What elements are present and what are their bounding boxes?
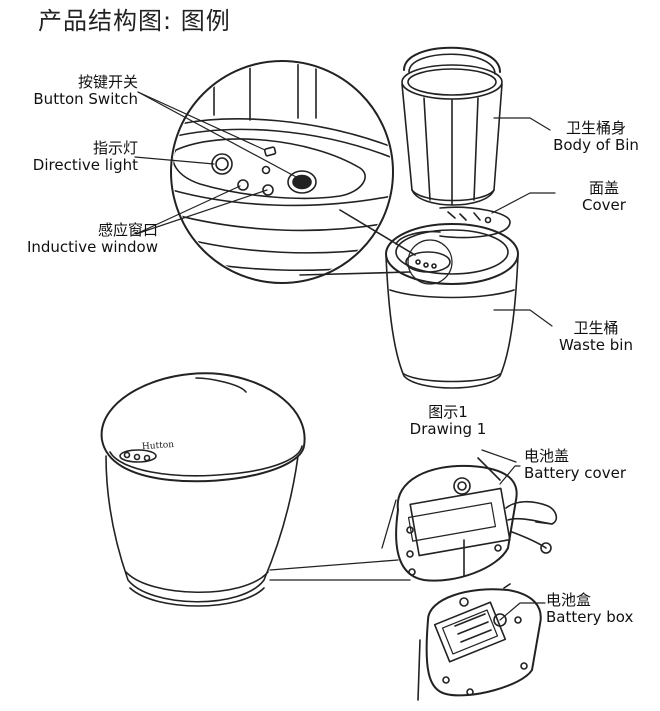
- battery-cover-cn: 电池盖: [524, 447, 570, 465]
- battery-connector-lines: [270, 500, 410, 580]
- battery-box-drawing: [418, 540, 541, 700]
- inductive-window-en: Inductive window: [26, 238, 158, 256]
- waste-bin-drawing: [386, 224, 518, 388]
- button-switch-en: Button Switch: [33, 90, 138, 108]
- directive-light-cn: 指示灯: [92, 139, 138, 157]
- page-title: 产品结构图: 图例: [38, 7, 231, 35]
- cover-drawing: [440, 207, 510, 237]
- battery-cover-en: Battery cover: [524, 464, 626, 482]
- drawing-en: Drawing 1: [409, 420, 487, 438]
- brand-logo: Hutton: [142, 440, 175, 452]
- directive-light-label: 指示灯 Directive light: [10, 140, 138, 174]
- directive-light-en: Directive light: [32, 156, 138, 174]
- magnifier-leaders: [135, 92, 298, 234]
- battery-cover-label: 电池盖 Battery cover: [524, 448, 654, 482]
- button-switch-cn: 按键开关: [77, 73, 138, 91]
- inductive-window-label: 感应窗口 Inductive window: [4, 222, 158, 256]
- right-leaders: [492, 118, 555, 326]
- body-of-bin-label: 卫生桶身 Body of Bin: [548, 120, 644, 154]
- body-of-bin-cn: 卫生桶身: [565, 119, 626, 137]
- battery-box-cn: 电池盒: [546, 591, 592, 609]
- battery-leaders: [482, 450, 545, 620]
- body-of-bin-drawing: [402, 48, 502, 205]
- drawing-caption: 图示1 Drawing 1: [398, 404, 498, 438]
- cover-cn: 面盖: [588, 179, 619, 197]
- inductive-window-cn: 感应窗口: [97, 221, 158, 239]
- battery-cover-drawing: [396, 458, 556, 581]
- waste-bin-label: 卫生桶 Waste bin: [548, 320, 644, 354]
- full-bin-drawing: [102, 373, 305, 606]
- waste-bin-en: Waste bin: [559, 336, 633, 354]
- battery-box-label: 电池盒 Battery box: [546, 592, 656, 626]
- battery-box-en: Battery box: [546, 608, 634, 626]
- magnified-control-panel: [168, 60, 415, 283]
- svg-text:Hutton: Hutton: [142, 440, 175, 452]
- drawing-cn: 图示1: [428, 403, 468, 421]
- waste-bin-cn: 卫生桶: [573, 319, 619, 337]
- button-switch-label: 按键开关 Button Switch: [12, 74, 138, 108]
- cover-label: 面盖 Cover: [564, 180, 644, 214]
- body-of-bin-en: Body of Bin: [553, 136, 639, 154]
- cover-en: Cover: [582, 196, 626, 214]
